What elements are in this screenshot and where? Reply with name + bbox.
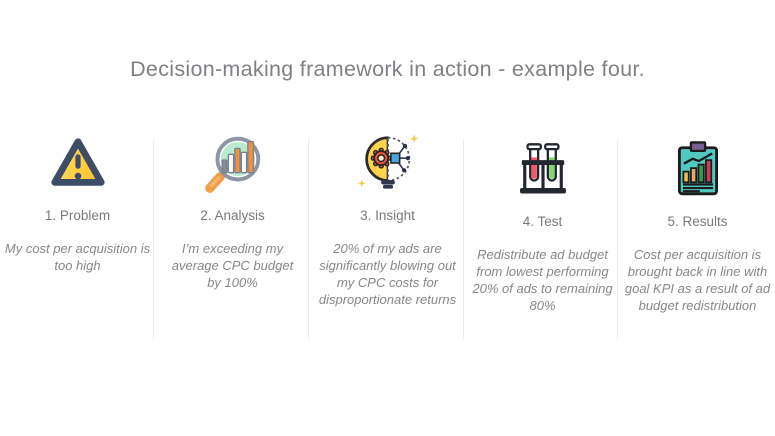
warning-triangle-icon — [47, 127, 109, 199]
column-divider — [463, 139, 464, 339]
step-analysis: 2. Analysis I’m exceeding my average CPC… — [155, 127, 310, 315]
step-description: Cost per acquisition is brought back in … — [624, 247, 771, 314]
column-divider — [617, 139, 618, 339]
step-description: Redistribute ad budget from lowest perfo… — [472, 247, 613, 314]
report-bar-chart-icon — [677, 141, 718, 196]
column-divider — [153, 139, 154, 339]
step-description: I’m exceeding my average CPC budget by 1… — [171, 241, 294, 291]
lightbulb-circuit-icon — [353, 127, 423, 199]
step-label: 1. Problem — [44, 208, 111, 223]
step-label: 4. Test — [522, 214, 563, 229]
report-bar-chart-icon — [667, 133, 729, 205]
magnifier-bar-chart-icon — [199, 127, 267, 199]
magnifier-bar-chart-icon — [204, 136, 260, 193]
page-title: Decision-making framework in action - ex… — [130, 57, 645, 81]
test-tubes-icon — [519, 143, 566, 194]
warning-triangle-icon — [50, 138, 105, 186]
step-label: 5. Results — [667, 214, 728, 229]
step-description: 20% of my ads are significantly blowing … — [318, 241, 457, 308]
framework-steps-row: 1. Problem My cost per acquisition is to… — [0, 127, 775, 315]
step-insight: 3. Insight 20% of my ads are significant… — [310, 127, 465, 315]
step-test: 4. Test Redistribute ad budget from lowe… — [465, 127, 620, 315]
step-problem: 1. Problem My cost per acquisition is to… — [0, 127, 155, 315]
step-label: 3. Insight — [360, 208, 415, 223]
step-description: My cost per acquisition is too high — [4, 241, 151, 274]
step-results: 5. Results Cost per acquisition is broug… — [620, 127, 775, 315]
step-label: 2. Analysis — [200, 208, 265, 223]
lightbulb-circuit-icon — [357, 134, 419, 189]
column-divider — [308, 139, 309, 339]
test-tubes-icon — [512, 133, 574, 205]
